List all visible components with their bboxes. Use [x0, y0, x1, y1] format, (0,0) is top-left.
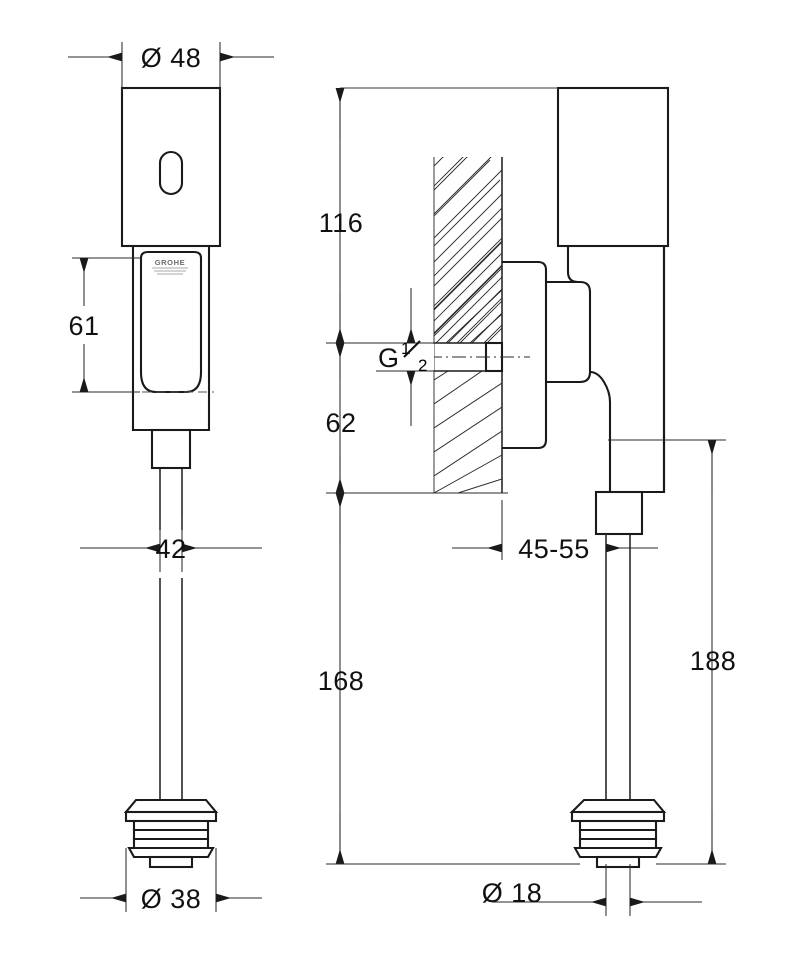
side-valve-body	[566, 246, 666, 494]
wall-hatch-upper	[434, 157, 502, 343]
wall-section	[433, 157, 503, 493]
dim-label-d18: Ø 18	[482, 878, 543, 908]
dim-label-d61: 61	[68, 311, 99, 341]
side-outlet-neck	[594, 490, 644, 536]
front-sensor-head	[120, 86, 222, 248]
dim-label-d4555: 45-55	[518, 534, 590, 564]
grohe-logo: GROHE	[148, 256, 192, 275]
dim-label-g-numerator: 1	[401, 339, 410, 358]
front-sensor-window-icon	[158, 150, 184, 196]
dim-label-d188: 188	[690, 646, 737, 676]
fraction-slash	[403, 340, 421, 358]
side-sensor-head	[556, 86, 670, 248]
dim-label-d38: Ø 38	[141, 884, 202, 914]
front-view-dimensions: Ø 48 61 42 Ø 38	[68, 42, 274, 914]
front-outlet-neck	[150, 428, 192, 470]
inlet-connector	[546, 280, 592, 384]
front-valve-body-cover	[139, 250, 203, 394]
side-flange-assembly	[569, 798, 667, 869]
dim-label-g-letter: G	[378, 343, 400, 373]
wall-hatch-lower	[434, 371, 502, 493]
dim-label-d42: 42	[155, 534, 186, 564]
dim-label-d62: 62	[325, 408, 356, 438]
dim-label-d168: 168	[318, 666, 365, 696]
dim-label-g-denominator: 2	[418, 356, 427, 375]
thread-designation-g-half: G 1 2	[376, 288, 440, 426]
pipe-stub-through-wall	[404, 341, 530, 373]
dim-label-d48: Ø 48	[141, 43, 202, 73]
front-flange-assembly	[123, 798, 219, 869]
wall-escutcheon	[502, 260, 548, 450]
dim-label-d116: 116	[319, 208, 364, 238]
side-section-view-group	[340, 86, 670, 869]
grohe-logo-text: GROHE	[155, 258, 186, 267]
side-view-dimensions: 116 62 G 1 2 45-55 168	[318, 88, 737, 916]
